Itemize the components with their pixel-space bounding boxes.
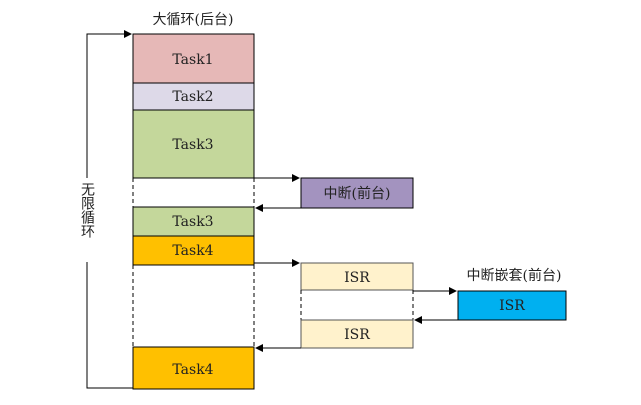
svg-text:ISR: ISR xyxy=(344,327,370,343)
svg-text:Task4: Task4 xyxy=(172,243,213,259)
task-task4: Task4 xyxy=(132,235,255,266)
isr-box-resumed: ISR xyxy=(300,319,414,349)
svg-text:Task2: Task2 xyxy=(172,89,213,105)
nested-label: 中断嵌套(前台) xyxy=(467,267,562,284)
task-task3-resumed: Task3 xyxy=(132,206,255,237)
svg-text:Task3: Task3 xyxy=(172,214,213,230)
svg-text:中断(前台): 中断(前台) xyxy=(324,185,391,202)
main-gap-lines xyxy=(132,178,255,347)
isr-gap-lines xyxy=(300,290,414,320)
svg-text:ISR: ISR xyxy=(344,270,370,286)
task-task2: Task2 xyxy=(132,82,255,111)
svg-text:Task1: Task1 xyxy=(172,52,213,68)
svg-text:Task3: Task3 xyxy=(172,137,213,153)
svg-text:ISR: ISR xyxy=(499,298,525,314)
loop-line xyxy=(86,262,133,389)
loop-label: 无限循环 xyxy=(79,182,95,238)
task-task4-resumed: Task4 xyxy=(132,346,255,390)
isr-box: ISR xyxy=(300,262,414,291)
loop-arrow xyxy=(86,30,132,178)
nested-isr-box: ISR xyxy=(457,290,567,321)
task-task3: Task3 xyxy=(132,109,255,179)
task-task1: Task1 xyxy=(132,33,255,84)
svg-text:Task4: Task4 xyxy=(172,362,213,378)
title: 大循环(后台) xyxy=(153,12,234,28)
interrupt-box: 中断(前台) xyxy=(300,177,414,209)
